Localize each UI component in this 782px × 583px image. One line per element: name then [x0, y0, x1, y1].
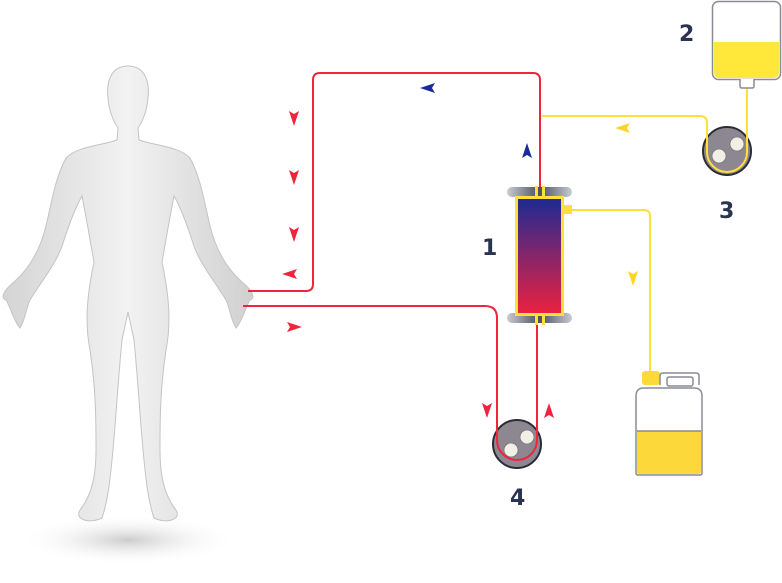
arrow-up-icon	[544, 403, 554, 418]
replacement-pump	[702, 120, 752, 176]
arrow-down-icon	[289, 111, 299, 126]
hemofilter	[507, 186, 572, 325]
arrow-right-icon	[287, 322, 302, 332]
label-filter: 1	[482, 236, 497, 261]
arrow-left-icon	[420, 83, 435, 93]
arrow-left-icon	[615, 123, 630, 133]
replacement-bag	[711, 0, 782, 89]
arrow-down-icon	[482, 403, 492, 418]
arrow-left-icon	[282, 269, 297, 279]
arterial-line	[243, 305, 538, 461]
label-blood-pump: 4	[510, 486, 525, 511]
arrow-down-icon	[289, 227, 299, 242]
blood-pump	[492, 419, 542, 469]
effluent-line	[570, 209, 651, 372]
arrow-up-icon	[522, 143, 532, 158]
label-replacement-pump: 3	[719, 199, 734, 224]
label-replacement-bag: 2	[679, 22, 694, 47]
venous-return-line	[248, 72, 541, 292]
arrow-down-icon	[628, 271, 638, 286]
arrow-down-icon	[289, 170, 299, 185]
effluent-jug	[635, 371, 703, 476]
flow-arrows	[282, 83, 638, 418]
human-figure	[2, 65, 254, 565]
